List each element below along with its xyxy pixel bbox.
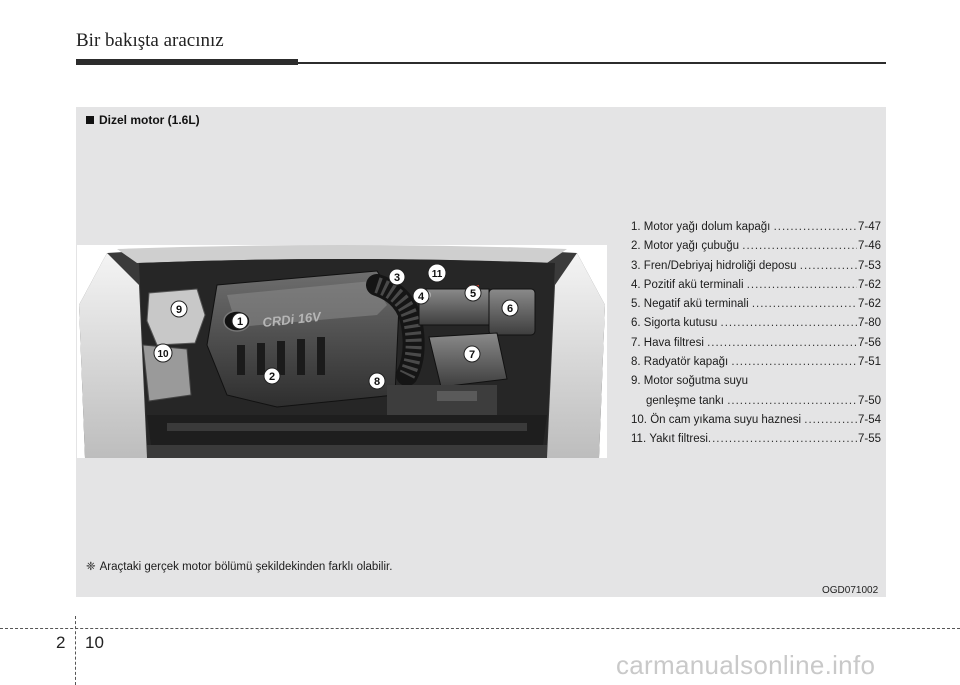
list-item: 2. Motor yağı çubuğu 7-46 xyxy=(631,237,881,256)
callout-11: 11 xyxy=(432,269,443,280)
section-title: Dizel motor (1.6L) xyxy=(86,113,200,127)
list-item: 10. Ön cam yıkama suyu haznesi 7-54 xyxy=(631,411,881,430)
callout-4: 4 xyxy=(418,291,425,303)
callout-6: 6 xyxy=(507,303,513,315)
engine-bay-illustration: CRDi 16V 1 2 xyxy=(77,245,607,458)
callout-10: 10 xyxy=(157,349,169,360)
header-title: Bir bakışta aracınız xyxy=(76,30,224,51)
note-text: Araçtaki gerçek motor bölümü şekildekind… xyxy=(99,561,393,573)
callout-5: 5 xyxy=(470,288,476,300)
list-item: 6. Sigorta kutusu 7-80 xyxy=(631,314,881,333)
list-item: 11. Yakıt filtresi7-55 xyxy=(631,430,881,449)
callout-3: 3 xyxy=(394,272,400,284)
header-rule-thin xyxy=(298,62,886,64)
note-marker-icon: ❈ xyxy=(86,561,96,573)
square-bullet-icon xyxy=(86,116,94,124)
callout-1: 1 xyxy=(237,316,243,328)
disclaimer-note: ❈Araçtaki gerçek motor bölümü şekildekin… xyxy=(86,559,392,573)
callout-9: 9 xyxy=(176,304,182,316)
header-rule-thick xyxy=(76,59,298,65)
figure-code: OGD071002 xyxy=(822,585,879,596)
page-number: 10 xyxy=(85,633,104,652)
component-list: 1. Motor yağı dolum kapağı 7-47 2. Motor… xyxy=(631,218,881,450)
footer-vertical-divider xyxy=(75,616,76,685)
list-item: 3. Fren/Debriyaj hidroliği deposu 7-53 xyxy=(631,257,881,276)
engine-cover-logo: CRDi 16V xyxy=(262,309,323,330)
watermark[interactable]: carmanualsonline.info xyxy=(616,650,876,680)
callout-7: 7 xyxy=(469,349,475,361)
section-title-text: Dizel motor (1.6L) xyxy=(99,113,200,127)
list-item: 9. Motor soğutma suyu genleşme tankı 7-5… xyxy=(631,372,881,411)
callout-2: 2 xyxy=(269,371,275,383)
list-item: 5. Negatif akü terminali 7-62 xyxy=(631,295,881,314)
callout-8: 8 xyxy=(374,376,380,388)
engine-bay-svg: CRDi 16V 1 2 xyxy=(79,245,605,458)
list-item: 1. Motor yağı dolum kapağı 7-47 xyxy=(631,218,881,237)
footer-divider xyxy=(0,628,960,629)
list-item: 8. Radyatör kapağı 7-51 xyxy=(631,353,881,372)
chapter-number: 2 xyxy=(56,633,66,652)
list-item: 4. Pozitif akü terminali 7-62 xyxy=(631,276,881,295)
list-item: 7. Hava filtresi 7-56 xyxy=(631,334,881,353)
